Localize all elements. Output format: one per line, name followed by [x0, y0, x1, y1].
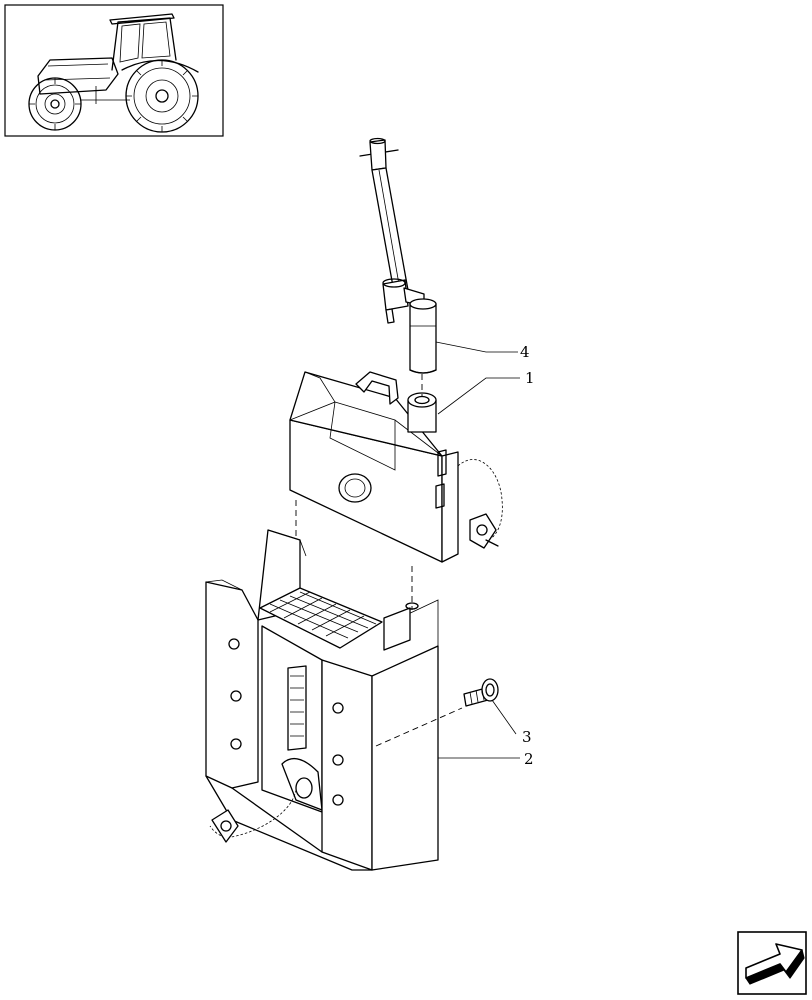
callout-labels: 4 1 3 2 — [520, 343, 535, 768]
part-3-bolt — [463, 678, 499, 707]
part-2-hitch-frame — [205, 529, 439, 871]
part-4-locking-pin-lever — [359, 137, 437, 374]
next-page-arrow-icon[interactable] — [737, 931, 807, 995]
tractor-thumbnail-icon[interactable] — [4, 4, 224, 137]
grid-floor — [269, 591, 377, 639]
callout-1: 1 — [525, 369, 535, 387]
leader-lines — [435, 341, 520, 759]
assembly-lines — [295, 374, 463, 747]
part-1-upper-block — [289, 371, 503, 563]
callout-4: 4 — [520, 343, 530, 361]
callout-2: 2 — [524, 750, 534, 768]
callout-3: 3 — [522, 728, 532, 746]
